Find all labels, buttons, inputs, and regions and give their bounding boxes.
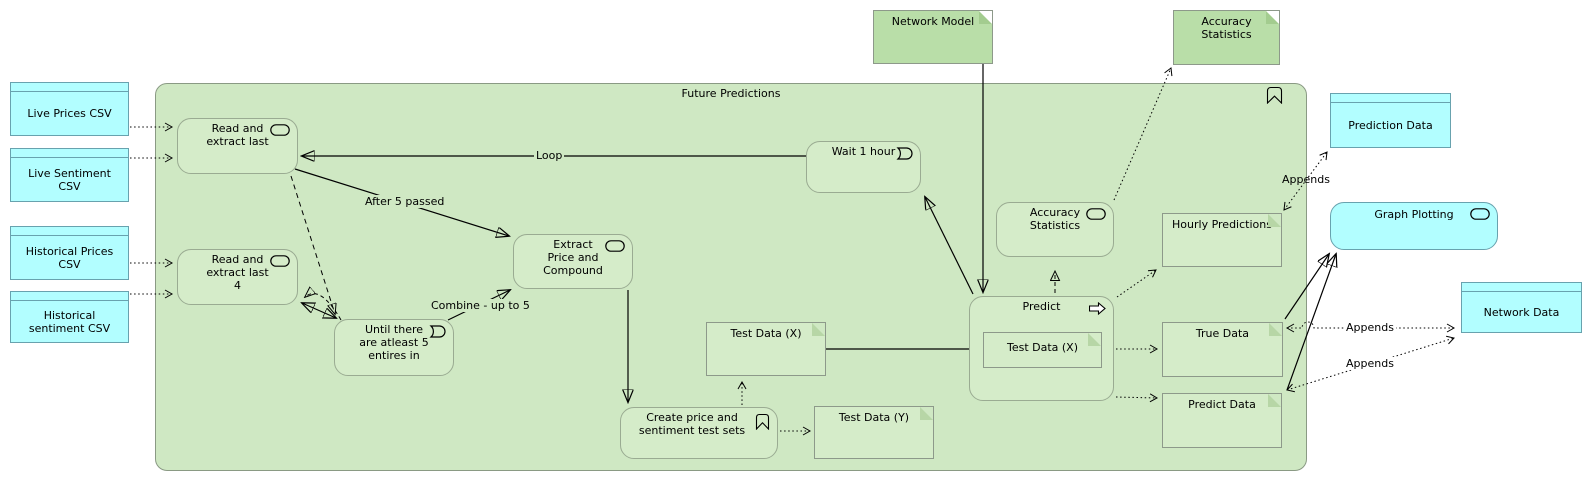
artifact-true-data[interactable]: True Data	[1162, 322, 1283, 377]
edge-label-appends-predict[interactable]: Appends	[1344, 357, 1396, 370]
edge-label-appends-true[interactable]: Appends	[1344, 321, 1396, 334]
process-create-test-sets[interactable]: Create price and sentiment test sets	[620, 407, 778, 459]
artifact-fold	[1268, 214, 1281, 227]
service-icon	[1470, 208, 1490, 220]
data-object-historical-prices-csv[interactable]: Historical Prices CSV	[10, 226, 129, 280]
data-object-bar	[1462, 283, 1581, 292]
edge-label-appends-prediction[interactable]: Appends	[1282, 173, 1330, 186]
node-label: Accuracy Statistics	[1029, 206, 1081, 232]
node-label: Test Data (X)	[730, 327, 802, 340]
artifact-fold	[812, 323, 825, 336]
node-label: Predict Data	[1188, 398, 1256, 411]
data-object-bar	[11, 292, 128, 301]
edge-label-loop[interactable]: Loop	[534, 149, 565, 162]
artifact-fold	[920, 407, 933, 420]
service-icon	[1086, 208, 1106, 220]
service-icon	[605, 240, 625, 252]
node-label: Prediction Data	[1348, 118, 1433, 132]
edge-label-after-5-passed[interactable]: After 5 passed	[363, 195, 447, 208]
service-accuracy-statistics[interactable]: Accuracy Statistics	[996, 202, 1114, 257]
data-object-live-prices-csv[interactable]: Live Prices CSV	[10, 82, 129, 136]
event-wait-1-hour[interactable]: Wait 1 hour	[806, 141, 921, 193]
node-label: Accuracy Statistics	[1201, 15, 1252, 41]
collapse-children-icon[interactable]	[1266, 86, 1283, 105]
service-extract-price-compound[interactable]: Extract Price and Compound	[513, 234, 633, 289]
collapse-children-icon	[755, 413, 770, 431]
node-label: Hourly Predictions	[1172, 218, 1272, 231]
artifact-test-data-x-inner[interactable]: Test Data (X)	[983, 332, 1102, 368]
process-predict[interactable]: Predict Test Data (X)	[969, 296, 1114, 401]
node-label: True Data	[1195, 327, 1250, 340]
data-object-historical-sentiment-csv[interactable]: Historical sentiment CSV	[10, 291, 129, 343]
node-label: Network Model	[891, 15, 975, 28]
data-object-network-data[interactable]: Network Data	[1461, 282, 1582, 333]
data-object-bar	[1331, 94, 1450, 103]
node-label: Create price and sentiment test sets	[638, 411, 746, 437]
data-object-bar	[11, 149, 128, 158]
node-label: Read and extract last 4	[206, 253, 269, 292]
artifact-fold	[1269, 323, 1282, 336]
node-label: Historical sentiment CSV	[28, 308, 111, 335]
node-label: Network Data	[1483, 305, 1560, 319]
service-icon	[270, 255, 290, 267]
artifact-fold	[1266, 11, 1279, 24]
service-read-extract-last[interactable]: Read and extract last	[177, 118, 298, 174]
data-object-bar	[11, 227, 128, 236]
node-label: Test Data (X)	[1006, 341, 1079, 354]
data-object-live-sentiment-csv[interactable]: Live Sentiment CSV	[10, 148, 129, 202]
service-graph-plotting[interactable]: Graph Plotting	[1330, 202, 1498, 250]
edge-label-combine-up-to-5[interactable]: Combine - up to 5	[429, 299, 532, 312]
data-object-bar	[11, 83, 128, 92]
service-read-extract-last-4[interactable]: Read and extract last 4	[177, 249, 298, 305]
event-icon	[427, 325, 446, 338]
event-icon	[894, 147, 913, 160]
service-icon	[270, 124, 290, 136]
artifact-test-data-y[interactable]: Test Data (Y)	[814, 406, 934, 459]
process-icon	[1088, 301, 1106, 316]
group-title: Future Predictions	[681, 87, 781, 100]
node-label: Predict	[1022, 300, 1061, 313]
node-label: Wait 1 hour	[831, 145, 896, 158]
data-object-prediction-data[interactable]: Prediction Data	[1330, 93, 1451, 148]
event-until-5-entries[interactable]: Until there are atleast 5 entires in	[334, 319, 454, 376]
node-label: Extract Price and Compound	[543, 238, 603, 277]
artifact-network-model[interactable]: Network Model	[873, 10, 993, 64]
artifact-fold	[1268, 394, 1281, 407]
artifact-fold	[1088, 333, 1101, 346]
node-label: Graph Plotting	[1374, 208, 1454, 221]
artifact-test-data-x[interactable]: Test Data (X)	[706, 322, 826, 376]
node-label: Historical Prices CSV	[25, 244, 114, 271]
artifact-accuracy-statistics[interactable]: Accuracy Statistics	[1173, 10, 1280, 65]
node-label: Live Prices CSV	[27, 107, 112, 120]
artifact-hourly-predictions[interactable]: Hourly Predictions	[1162, 213, 1282, 267]
node-label: Test Data (Y)	[838, 411, 910, 424]
artifact-predict-data[interactable]: Predict Data	[1162, 393, 1282, 448]
node-label: Live Sentiment CSV	[28, 166, 111, 193]
artifact-fold	[979, 11, 992, 24]
node-label: Read and extract last	[206, 122, 269, 148]
node-label: Until there are atleast 5 entires in	[359, 323, 429, 362]
